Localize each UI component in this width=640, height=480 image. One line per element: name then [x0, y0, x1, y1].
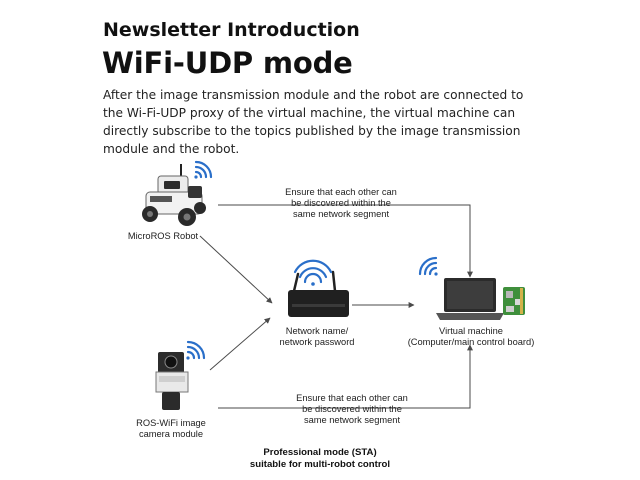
note-bottom-line: Ensure that each other can: [296, 393, 408, 403]
router-icon: [288, 270, 349, 317]
router-label: Network name/ network password: [271, 326, 363, 348]
camera-label: ROS-WiFi image camera module: [126, 418, 216, 440]
camera-to-vm-line: [218, 344, 473, 409]
vm-label-line: Virtual machine: [439, 326, 503, 336]
note-bottom: Ensure that each other can be discovered…: [287, 393, 417, 426]
router-label-line: network password: [279, 337, 355, 347]
note-top-line: be discovered within the: [291, 198, 391, 208]
wifi-icon: [293, 259, 333, 286]
note-bottom-line: same network segment: [303, 415, 401, 425]
camera-label-line: camera module: [138, 429, 204, 439]
laptop-icon: [436, 278, 504, 320]
wifi-icon: [186, 340, 206, 360]
note-top-line: Ensure that each other can: [285, 187, 397, 197]
mode-caption-line: Professional mode (STA): [263, 447, 377, 458]
mode-caption: Professional mode (STA) suitable for mul…: [230, 447, 410, 471]
page-title: WiFi-UDP mode: [102, 46, 353, 80]
wifi-icon: [194, 160, 213, 179]
robot-to-vm-line: [218, 204, 473, 278]
camera-module-icon: [155, 352, 189, 410]
mode-caption-line: suitable for multi-robot control: [249, 459, 391, 470]
vm-label: Virtual machine (Computer/main control b…: [398, 326, 544, 348]
wifi-icon: [418, 256, 438, 276]
section-title: Newsletter Introduction: [103, 19, 360, 41]
robot-to-router-line: [199, 235, 273, 304]
note-top: Ensure that each other can be discovered…: [276, 187, 406, 220]
intro-paragraph: After the image transmission module and …: [103, 88, 524, 156]
router-label-line: Network name/: [285, 326, 349, 336]
vm-label-line: (Computer/main control board): [407, 337, 535, 347]
camera-to-router-line: [209, 317, 271, 371]
note-top-line: same network segment: [292, 209, 390, 219]
robot-label: MicroROS Robot: [127, 231, 199, 241]
circuit-board-icon: [503, 287, 525, 315]
note-bottom-line: be discovered within the: [302, 404, 402, 414]
camera-label-line: ROS-WiFi image: [136, 418, 206, 428]
connectors: [199, 204, 473, 409]
robot-car-icon: [142, 164, 206, 226]
